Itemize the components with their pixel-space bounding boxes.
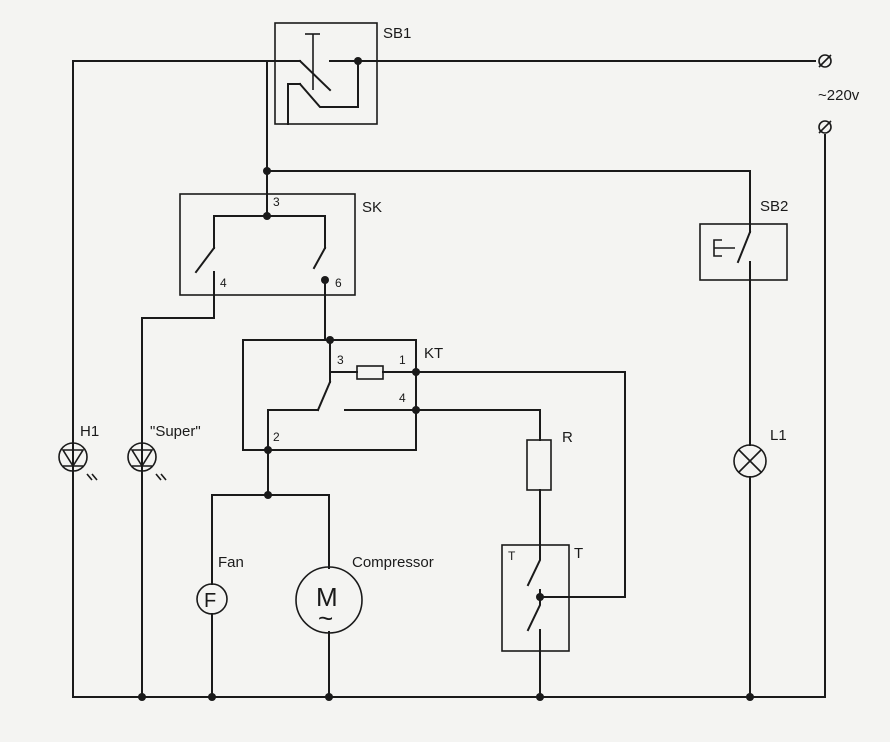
kt-timer-motor [356, 365, 384, 380]
t-thermostat: T T [501, 544, 583, 652]
kt-timer: 3 1 4 2 KT [273, 345, 443, 444]
l1-label: L1 [770, 427, 787, 444]
supply-terminal-top [818, 54, 832, 68]
compressor-label: Compressor [352, 554, 434, 571]
l1-lamp: L1 [733, 427, 787, 478]
fan-symbol: F [204, 590, 216, 612]
sk-pin-4: 4 [220, 276, 227, 290]
kt-pin-1: 1 [399, 353, 406, 367]
junction-dots [138, 57, 754, 701]
kt-pin-4: 4 [399, 391, 406, 405]
wires [72, 60, 826, 698]
kt-label: KT [424, 345, 443, 362]
t-inner-label: T [508, 549, 516, 563]
supply-voltage-label: ~220v [818, 87, 860, 104]
compressor-symbol: M [316, 582, 338, 612]
h1-led: H1 [58, 423, 99, 481]
r-label: R [562, 429, 573, 446]
fan-label: Fan [218, 554, 244, 571]
super-led-label: "Super" [150, 423, 201, 440]
h1-label: H1 [80, 423, 99, 440]
sb1-switch: SB1 [274, 22, 411, 125]
sk-pin-3: 3 [273, 195, 280, 209]
kt-pin-3: 3 [337, 353, 344, 367]
t-label: T [574, 545, 583, 562]
compressor-sub-symbol: ~ [318, 603, 333, 633]
kt-pin-2: 2 [273, 430, 280, 444]
supply-terminal-bottom [818, 120, 832, 134]
fan-motor: F Fan [196, 554, 244, 615]
sk-label: SK [362, 199, 382, 216]
sk-switch: 3 4 6 SK [179, 193, 382, 296]
sb2-switch: SB2 [699, 198, 788, 281]
super-led: "Super" [127, 423, 201, 481]
sb2-label: SB2 [760, 198, 788, 215]
r-heater: R [526, 429, 573, 491]
sb1-label: SB1 [383, 25, 411, 42]
supply-terminals: ~220v [818, 54, 860, 134]
compressor-motor: M ~ Compressor [295, 554, 434, 634]
sk-pin-6: 6 [335, 276, 342, 290]
